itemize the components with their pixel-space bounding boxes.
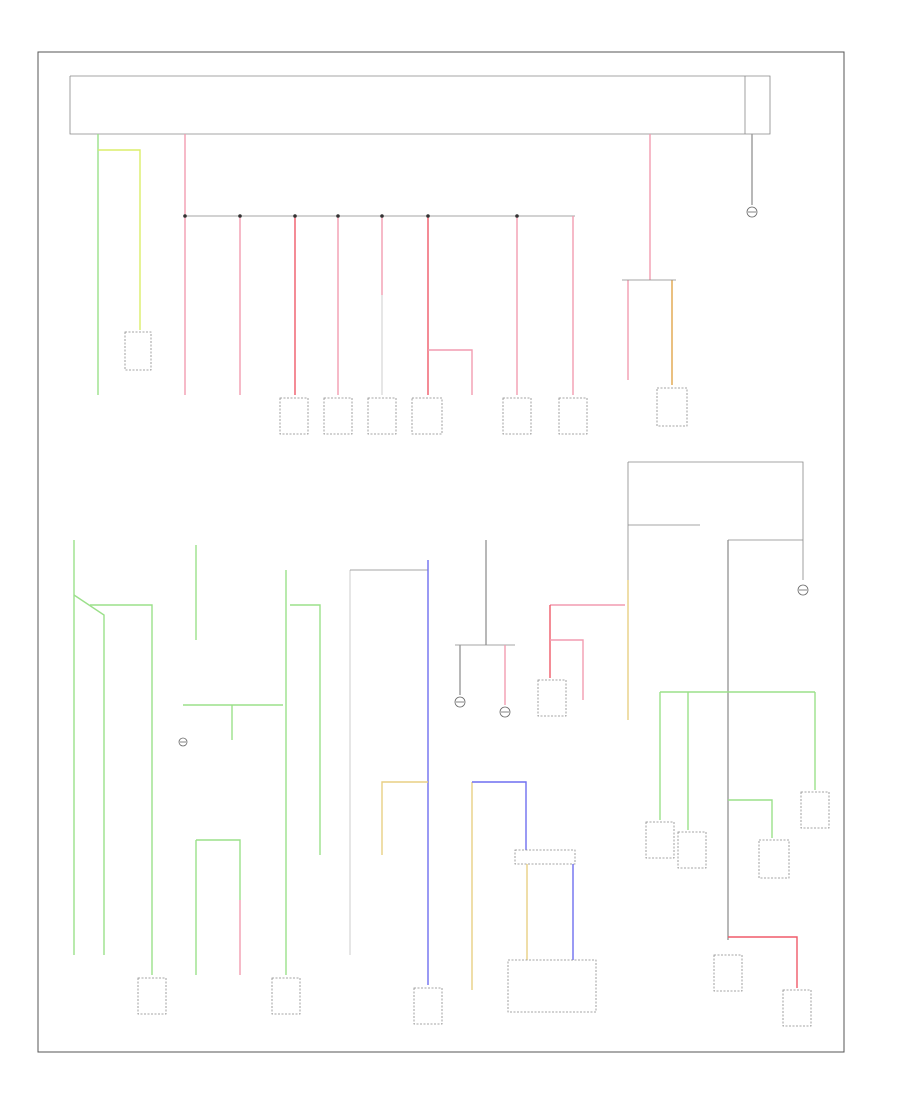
center-right-circuits [454,540,629,720]
splice-dot-d [336,214,340,218]
component-box-19 [713,954,743,992]
component-box-14 [645,821,675,859]
diagram-border [37,51,845,1053]
component-box-10 [271,977,301,1015]
wire-pink-f2 [428,349,473,395]
wire-green-mid4 [290,604,321,855]
wire-green-rl5 [728,799,773,838]
splice-dot-c [293,214,297,218]
right-lower-circuits [627,461,830,1027]
ground-symbol-icon [454,696,466,708]
right-top-circuits [622,134,758,427]
component-box-9 [137,977,167,1015]
component-box-11 [413,987,443,1025]
component-box-3 [323,397,353,435]
ground-symbol-icon [178,737,188,747]
right-lower-housing [628,461,804,580]
wire-yellowgreen-1 [98,149,141,330]
wire-blue-center-2 [472,781,527,850]
wire-green-ll2 [73,594,105,955]
component-box-16 [800,791,830,829]
pink-branch-circuits [183,134,588,435]
component-box-17 [758,839,790,879]
splice-dot-b [238,214,242,218]
splice-dot-e [380,214,384,218]
wire-pink-cr5 [550,639,584,700]
component-box-2 [279,397,309,435]
wire-tan-center [381,781,428,855]
component-box-13 [537,679,567,717]
connector-box-icon [514,849,576,865]
left-green-circuits [97,134,152,395]
component-box-8 [656,387,688,427]
wire-green-ll3 [90,604,153,975]
lower-left-green-circuits [73,540,321,1015]
center-circuits [349,560,597,1025]
ground-symbol-icon [746,206,758,218]
component-box-6 [502,397,532,435]
component-box-1 [124,331,152,371]
component-box-15 [677,831,707,869]
splice-dot-f [426,214,430,218]
component-box-7 [558,397,588,435]
wire-green-mid7 [196,839,241,900]
component-box-5 [411,397,443,435]
ground-symbol-icon [797,584,809,596]
fuse-box-housing [69,75,771,135]
component-box-4 [367,397,397,435]
component-box-12 [507,959,597,1013]
wire-red-rl [728,936,798,988]
splice-dot-g [515,214,519,218]
ground-symbol-icon [499,706,511,718]
component-box-18 [782,989,812,1027]
splice-dot-a [183,214,187,218]
